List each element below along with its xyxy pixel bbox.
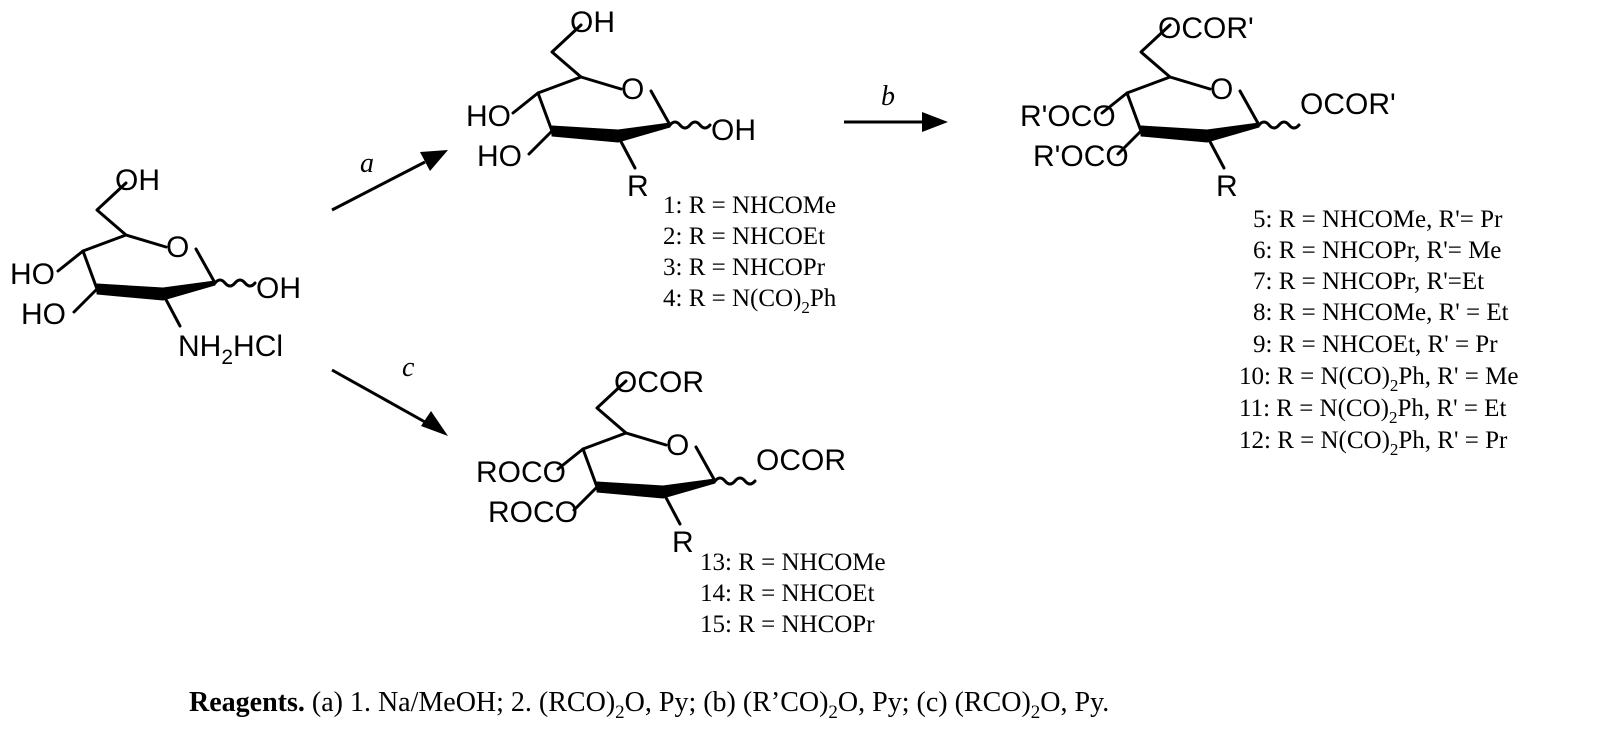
c6-ester: OCOR' — [1158, 12, 1254, 45]
c6-hydroxyl: OH — [570, 6, 615, 39]
product-13-15: OCOR O ROCO ROCO OCOR R 13: R = NHCOMe 1… — [476, 366, 886, 638]
product-1-4-labels: 1: R = NHCOMe 2: R = NHCOEt 3: R = NHCOP… — [663, 192, 837, 317]
compound-label: 14: R = NHCOEt — [700, 580, 875, 607]
r-substituent: R — [1216, 170, 1238, 203]
anomeric-hydroxyl: OH — [256, 272, 301, 305]
compound-label: 12: R = N(CO)2Ph, R' = Pr — [1239, 427, 1508, 459]
compound-label: 15: R = NHCOPr — [700, 611, 875, 638]
c6-ester: OCOR — [614, 366, 704, 399]
arrow-a-label: a — [360, 148, 374, 179]
compound-label: 7: R = NHCOPr, R'=Et — [1253, 268, 1484, 295]
c3-ester: ROCO — [488, 496, 578, 529]
product-13-15-bonds — [556, 379, 757, 526]
c4-ester: ROCO — [476, 456, 566, 489]
compound-label: 5: R = NHCOMe, R'= Pr — [1253, 206, 1503, 233]
product-5-12-bonds — [1100, 23, 1301, 170]
c4-hydroxyl: HO — [466, 100, 511, 133]
r-substituent: R — [672, 526, 694, 559]
arrow-b-label: b — [881, 81, 895, 112]
product-1-4: OH O HO HO OH R 1: R = NHCOMe 2: R = NHC… — [466, 6, 837, 317]
compound-label: 3: R = NHCOPr — [663, 254, 826, 281]
c3-hydroxyl: HO — [477, 140, 522, 173]
compound-label: 13: R = NHCOMe — [700, 549, 886, 576]
ring-oxygen: O — [666, 429, 689, 462]
r-substituent: R — [627, 170, 649, 203]
product-5-12-labels: 5: R = NHCOMe, R'= Pr 6: R = NHCOPr, R'=… — [1239, 206, 1518, 459]
c3-hydroxyl: HO — [21, 298, 66, 331]
ring-oxygen: O — [621, 73, 644, 106]
compound-label: 8: R = NHCOMe, R' = Et — [1253, 299, 1509, 326]
product-1-4-bonds — [511, 23, 712, 170]
amine-hydrochloride: NH2HCl — [178, 330, 283, 369]
anomeric-ester: OCOR' — [1300, 88, 1396, 121]
product-13-15-labels: 13: R = NHCOMe 14: R = NHCOEt 15: R = NH… — [700, 549, 886, 638]
reagents-caption: Reagents. (a) 1. Na/MeOH; 2. (RCO)2O, Py… — [189, 687, 1109, 723]
arrow-c-label: c — [402, 352, 415, 383]
starting-material: OH O HO HO OH NH2HCl — [10, 164, 301, 369]
compound-label: 11: R = N(CO)2Ph, R' = Et — [1239, 395, 1506, 427]
arrow-b: b — [844, 81, 948, 132]
ring-oxygen: O — [1210, 73, 1233, 106]
ring-oxygen: O — [166, 231, 189, 264]
compound-label: 10: R = N(CO)2Ph, R' = Me — [1239, 363, 1518, 395]
starting-material-bonds — [56, 181, 257, 328]
arrow-c: c — [331, 352, 448, 436]
caption-heading: Reagents. — [189, 687, 305, 718]
compound-label: 9: R = NHCOEt, R' = Pr — [1253, 331, 1498, 358]
compound-label: 2: R = NHCOEt — [663, 223, 825, 250]
compound-label: 1: R = NHCOMe — [663, 192, 836, 219]
c4-hydroxyl: HO — [10, 258, 55, 291]
c4-ester: R'OCO — [1020, 100, 1116, 133]
anomeric-ester: OCOR — [756, 444, 846, 477]
c6-hydroxyl: OH — [115, 164, 160, 197]
arrow-a: a — [331, 148, 448, 212]
anomeric-hydroxyl: OH — [711, 114, 756, 147]
c3-ester: R'OCO — [1033, 140, 1129, 173]
compound-label: 6: R = NHCOPr, R'= Me — [1253, 237, 1501, 264]
product-5-12: OCOR' O R'OCO R'OCO OCOR' R 5: R = NHCOM… — [1020, 12, 1518, 459]
compound-label: 4: R = N(CO)2Ph — [663, 285, 837, 317]
